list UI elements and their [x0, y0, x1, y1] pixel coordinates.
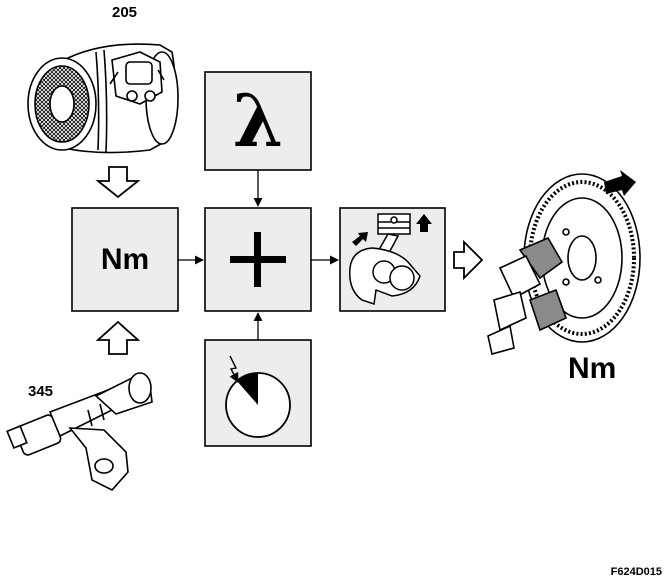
torque-box-label: Nm: [100, 242, 150, 276]
ignition-dial-icon: [225, 355, 291, 438]
torque-box: [71, 207, 179, 312]
lambda-box: [204, 71, 312, 171]
piston-crank-icon: [349, 213, 432, 305]
figure-code: F624D015: [610, 566, 662, 578]
crankshaft-sensor-number: 345: [28, 383, 54, 400]
spark-icon: [229, 355, 239, 383]
hollow-arrow-down-icon: [95, 166, 141, 199]
hollow-arrow-up-icon: [95, 320, 141, 355]
piston-up-arrow-icon: [416, 214, 432, 232]
crank-rotate-arrow-icon: [352, 232, 368, 246]
hollow-arrow-right-icon: [453, 239, 484, 281]
crankshaft-sensor-illustration: [6, 372, 153, 491]
flywheel-crankshaft-illustration: [487, 170, 641, 355]
air-flow-meter-number: 205: [112, 4, 138, 21]
torque-output-label: Nm: [568, 352, 617, 385]
air-flow-meter-illustration: [27, 43, 179, 154]
lambda-symbol: λ: [232, 78, 284, 163]
rotation-arrow-icon: [604, 170, 636, 196]
plus-icon: [230, 232, 286, 287]
